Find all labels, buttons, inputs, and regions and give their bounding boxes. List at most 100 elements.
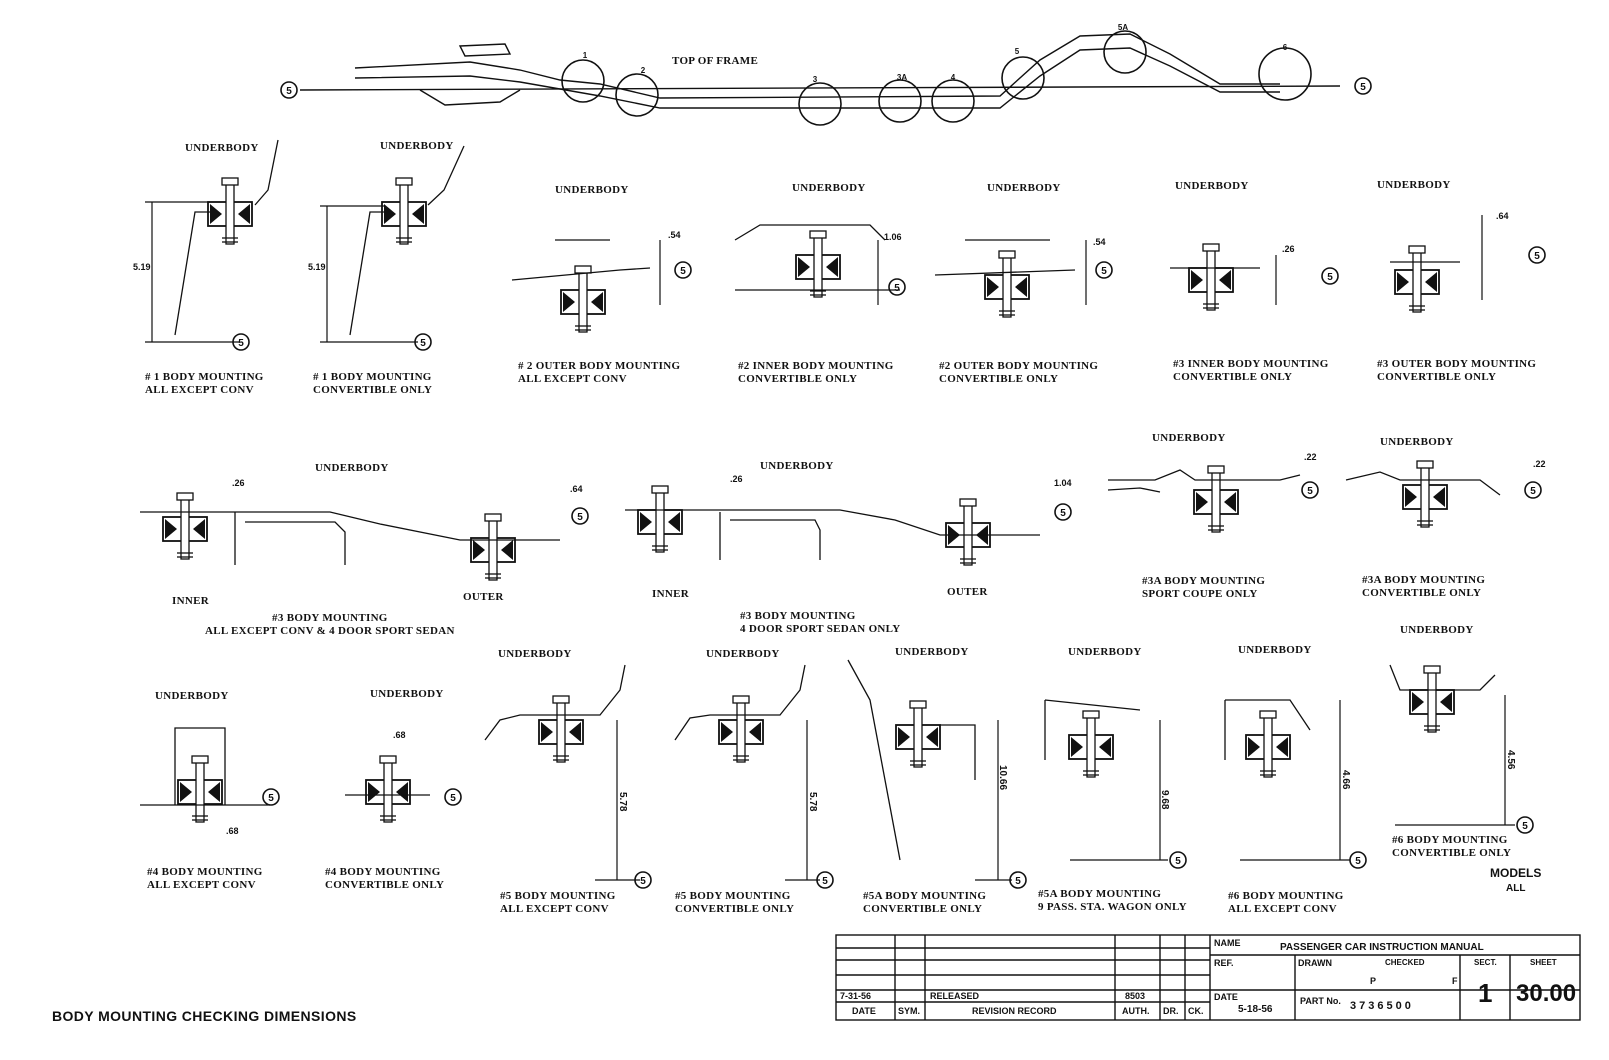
caption-1-body-mounting: # 1 BODY MOUNTING ALL EXCEPT CONV [145, 371, 264, 396]
outer-label: OUTER [947, 586, 988, 598]
station-5a: 5A [1118, 23, 1128, 32]
underbody-label: UNDERBODY [185, 142, 259, 154]
underbody-label: UNDERBODY [315, 462, 389, 474]
caption-1-body-mounting-conv: # 1 BODY MOUNTING CONVERTIBLE ONLY [313, 371, 433, 396]
frame-profile [299, 33, 1341, 109]
tb-sect: 1 [1478, 978, 1493, 1008]
underbody-label: UNDERBODY [498, 648, 572, 660]
hdr-date: DATE [852, 1006, 876, 1016]
caption-4-conv: #4 BODY MOUNTING CONVERTIBLE ONLY [325, 866, 445, 891]
dim-1-conv: 5.19 [308, 262, 326, 272]
title-block [835, 934, 1581, 1021]
station-2: 2 [641, 66, 646, 75]
caption-5: #5 BODY MOUNTING ALL EXCEPT CONV [500, 890, 616, 915]
dim-4-conv: .68 [393, 730, 406, 740]
tb-drawn: P [1370, 976, 1377, 986]
top-of-frame-label: TOP OF FRAME [672, 55, 759, 67]
hdr-ck: CK. [1188, 1006, 1204, 1016]
dim-3a-coupe: .22 [1304, 452, 1317, 462]
underbody-label: UNDERBODY [706, 648, 780, 660]
tb-sheet: 30.00 [1516, 980, 1577, 1007]
caption-3-sport-sedan: #3 BODY MOUNTING 4 DOOR SPORT SEDAN ONLY [740, 610, 901, 635]
underbody-label: UNDERBODY [987, 182, 1061, 194]
tb-checked: F [1452, 976, 1458, 986]
dim-6-conv: 4.56 [1505, 750, 1516, 770]
tb-drawn-label: DRAWN [1298, 958, 1332, 968]
hdr-sym: SYM. [898, 1006, 921, 1016]
caption-4: #4 BODY MOUNTING ALL EXCEPT CONV [147, 866, 263, 891]
caption-3-outer-conv: #3 OUTER BODY MOUNTING CONVERTIBLE ONLY [1377, 358, 1537, 383]
caption-3a-conv: #3A BODY MOUNTING CONVERTIBLE ONLY [1362, 574, 1486, 599]
dim-3-sport-outer: 1.04 [1054, 478, 1072, 488]
dim-1: 5.19 [133, 262, 151, 272]
underbody-label: UNDERBODY [1377, 179, 1451, 191]
dim-5-conv: 5.78 [807, 792, 818, 812]
caption-3-inner-conv: #3 INNER BODY MOUNTING CONVERTIBLE ONLY [1173, 358, 1329, 383]
outer-label: OUTER [463, 591, 504, 603]
row3-body-lines [140, 659, 1496, 861]
underbody-label: UNDERBODY [370, 688, 444, 700]
tb-checked-label: CHECKED [1385, 958, 1425, 967]
station-3a: 3A [897, 73, 907, 82]
underbody-label: UNDERBODY [1238, 644, 1312, 656]
station-6: 6 [1283, 43, 1288, 52]
underbody-label: UNDERBODY [155, 690, 229, 702]
tb-name: PASSENGER CAR INSTRUCTION MANUAL [1280, 942, 1484, 953]
dim-3a-conv: .22 [1533, 459, 1546, 469]
dim-3-outer: .64 [570, 484, 583, 494]
caption-3a-coupe: #3A BODY MOUNTING SPORT COUPE ONLY [1142, 575, 1266, 600]
rev-auth: 8503 [1125, 991, 1146, 1001]
caption-5a-conv: #5A BODY MOUNTING CONVERTIBLE ONLY [863, 890, 987, 915]
underbody-label: UNDERBODY [760, 460, 834, 472]
dim-3-outer-conv: .64 [1496, 211, 1509, 221]
underbody-label: UNDERBODY [1380, 436, 1454, 448]
row2-body-lines [140, 469, 1501, 565]
dim-2-outer: .54 [668, 230, 681, 240]
caption-6: #6 BODY MOUNTING ALL EXCEPT CONV [1228, 890, 1344, 915]
hdr-revision: REVISION RECORD [972, 1006, 1057, 1016]
models-label: MODELS [1490, 866, 1542, 880]
inner-label: INNER [652, 588, 689, 600]
station-1: 1 [583, 51, 588, 60]
dim-4: .68 [226, 826, 239, 836]
dim-6: 4.66 [1340, 770, 1351, 790]
row1-body-lines [174, 139, 1460, 336]
station-3: 3 [813, 75, 818, 84]
tb-part: 3736500 [1350, 1000, 1414, 1012]
dim-5a-conv: 10.66 [997, 765, 1008, 791]
underbody-label: UNDERBODY [895, 646, 969, 658]
rev-date: 7-31-56 [840, 991, 872, 1001]
dim-2-inner-conv: 1.06 [884, 232, 902, 242]
dim-5a-wagon: 9.68 [1159, 790, 1170, 810]
tb-sect-label: SECT. [1474, 958, 1497, 967]
station-5: 5 [1015, 47, 1020, 56]
dim-2-outer-conv: .54 [1093, 237, 1106, 247]
tb-date: 5-18-56 [1238, 1004, 1273, 1015]
caption-2-outer-conv: #2 OUTER BODY MOUNTING CONVERTIBLE ONLY [939, 360, 1099, 385]
caption-3-body-mounting: #3 BODY MOUNTING ALL EXCEPT CONV & 4 DOO… [205, 612, 455, 637]
caption-2-outer: # 2 OUTER BODY MOUNTING ALL EXCEPT CONV [518, 360, 681, 385]
underbody-label: UNDERBODY [380, 140, 454, 152]
tb-ref-label: REF. [1214, 958, 1234, 968]
underbody-label: UNDERBODY [1152, 432, 1226, 444]
caption-5a-wagon: #5A BODY MOUNTING 9 PASS. STA. WAGON ONL… [1038, 888, 1187, 913]
dim-5: 5.78 [617, 792, 628, 812]
underbody-label: UNDERBODY [555, 184, 629, 196]
page-title: BODY MOUNTING CHECKING DIMENSIONS [52, 1008, 357, 1024]
row1-mounts [207, 177, 1440, 333]
caption-5-conv: #5 BODY MOUNTING CONVERTIBLE ONLY [675, 890, 795, 915]
dim-3-inner-conv: .26 [1282, 244, 1295, 254]
underbody-label: UNDERBODY [1175, 180, 1249, 192]
tb-date-label: DATE [1214, 992, 1238, 1002]
underbody-label: UNDERBODY [792, 182, 866, 194]
underbody-label: UNDERBODY [1400, 624, 1474, 636]
caption-2-inner-conv: #2 INNER BODY MOUNTING CONVERTIBLE ONLY [738, 360, 894, 385]
hdr-auth: AUTH. [1122, 1006, 1150, 1016]
caption-6-conv: #6 BODY MOUNTING CONVERTIBLE ONLY [1392, 834, 1512, 859]
models-value: ALL [1506, 883, 1526, 894]
rev-text: RELEASED [930, 991, 980, 1001]
hdr-dr: DR. [1163, 1006, 1179, 1016]
underbody-label: UNDERBODY [1068, 646, 1142, 658]
station-4: 4 [951, 73, 956, 82]
